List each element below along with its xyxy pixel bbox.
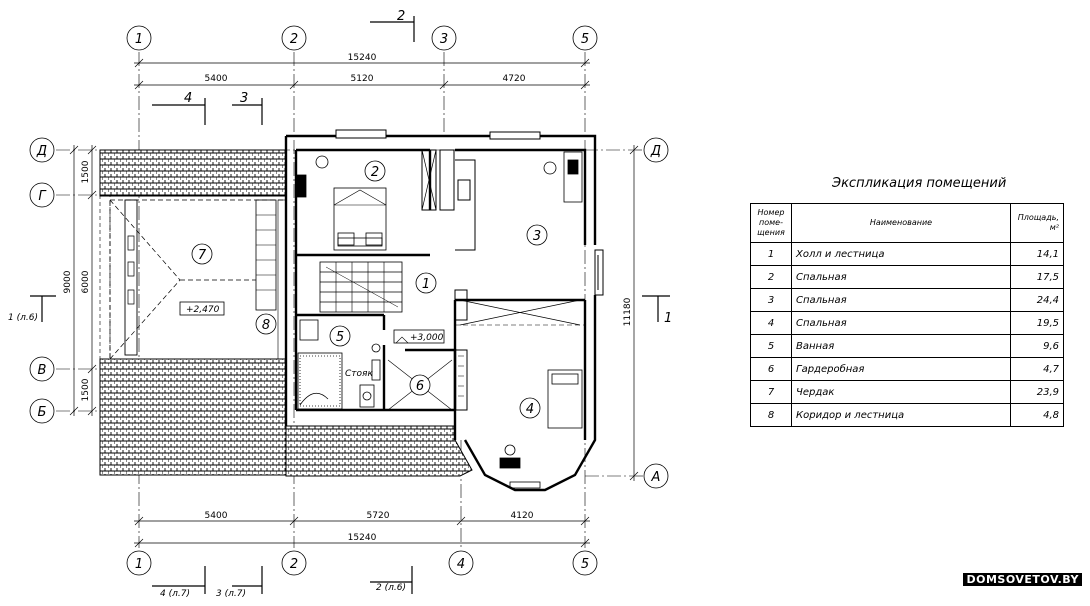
- dim-right-total: 11180: [623, 297, 633, 326]
- row-area: 9,6: [1010, 334, 1064, 358]
- room-7-number: 7: [198, 248, 207, 263]
- axis-top-5: 5: [581, 32, 589, 47]
- row-area: 4,8: [1010, 403, 1064, 427]
- axis-bottom-2: 2: [290, 557, 298, 572]
- room-markers: [191, 160, 548, 419]
- explication-table: Номер поме- щения Наименование Площадь, …: [750, 203, 1064, 427]
- axis-left-b: Б: [38, 405, 47, 420]
- section-markers: [30, 16, 670, 594]
- section-right: 1: [664, 311, 672, 326]
- dim-top-c: 4720: [503, 74, 526, 84]
- roof-tiles: [99, 149, 473, 477]
- wall-details: [335, 129, 604, 411]
- row-num: 2: [750, 265, 792, 289]
- section-left: 1 (л.6): [8, 313, 38, 323]
- row-name: Ванная: [791, 334, 1011, 358]
- axis-bottom-4: 4: [457, 557, 465, 572]
- row-num: 8: [750, 403, 792, 427]
- row-num: 3: [750, 288, 792, 312]
- header-area: Площадь, м²: [1010, 203, 1064, 243]
- row-num: 4: [750, 311, 792, 335]
- section-inner-left: 4: [184, 91, 192, 106]
- room-8-number: 8: [262, 318, 270, 333]
- riser-label: Стояк: [345, 369, 373, 379]
- axis-left-g: Г: [38, 189, 47, 204]
- row-name: Спальная: [791, 311, 1011, 335]
- dim-bottom-b: 5720: [367, 511, 390, 521]
- axis-bottom-1: 1: [135, 557, 143, 572]
- level-floor: +3,000: [410, 333, 444, 343]
- row-name: Спальная: [791, 288, 1011, 312]
- axis-right-a: А: [651, 470, 661, 485]
- axis-bottom-5: 5: [581, 557, 589, 572]
- dim-top-a: 5400: [205, 74, 228, 84]
- dim-bottom-total: 15240: [348, 533, 377, 543]
- axis-right-d: Д: [650, 144, 661, 159]
- row-num: 6: [750, 357, 792, 381]
- room-6-number: 6: [416, 379, 424, 394]
- bed-room-2: [295, 155, 387, 251]
- row-name: Спальная: [791, 265, 1011, 289]
- dim-top-total: 15240: [348, 53, 377, 63]
- header-num: Номер поме- щения: [750, 203, 792, 243]
- room-1-number: 1: [422, 277, 430, 292]
- dim-left-mid: 6000: [81, 270, 91, 293]
- row-name: Чердак: [791, 380, 1011, 404]
- dim-bottom-c: 4120: [511, 511, 534, 521]
- desk-room-3: [543, 151, 583, 203]
- row-area: 14,1: [1010, 242, 1064, 266]
- axis-left-d: Д: [36, 144, 47, 159]
- row-area: 19,5: [1010, 311, 1064, 335]
- room-5-number: 5: [336, 330, 344, 345]
- header-name: Наименование: [791, 203, 1011, 243]
- row-area: 23,9: [1010, 380, 1064, 404]
- row-num: 1: [750, 242, 792, 266]
- row-name: Холл и лестница: [791, 242, 1011, 266]
- dim-top-b: 5120: [351, 74, 374, 84]
- staircase: [319, 261, 403, 313]
- watermark: DOMSOVETOV.BY: [963, 573, 1082, 586]
- dim-left-total: 9000: [63, 270, 73, 293]
- axis-left-v: В: [38, 363, 47, 378]
- section-inner-right: 3: [240, 91, 248, 106]
- dim-bottom-a: 5400: [205, 511, 228, 521]
- room-2-number: 2: [371, 165, 379, 180]
- dim-left-top: 1500: [81, 160, 91, 183]
- attic: [109, 199, 287, 360]
- bathroom: [297, 319, 381, 410]
- explication-title: Экспликация помещений: [832, 176, 1007, 191]
- level-attic: +2,470: [186, 305, 220, 315]
- section-top: 2: [397, 9, 405, 24]
- row-area: 17,5: [1010, 265, 1064, 289]
- row-num: 5: [750, 334, 792, 358]
- room-4-number: 4: [526, 402, 534, 417]
- row-num: 7: [750, 380, 792, 404]
- level-floor-box: [393, 329, 445, 344]
- row-name: Гардеробная: [791, 357, 1011, 381]
- row-area: 4,7: [1010, 357, 1064, 381]
- section-bottom-mid: 3 (л.7): [216, 589, 246, 599]
- dimension-lines: [69, 58, 639, 548]
- dim-left-bot: 1500: [81, 378, 91, 401]
- axis-top-3: 3: [440, 32, 448, 47]
- section-bottom-left: 4 (л.7): [160, 589, 190, 599]
- row-area: 24,4: [1010, 288, 1064, 312]
- room-3-number: 3: [533, 229, 541, 244]
- row-name: Коридор и лестница: [791, 403, 1011, 427]
- section-bottom-right: 2 (л.6): [376, 583, 406, 593]
- axis-top-1: 1: [135, 32, 143, 47]
- explication-header-row: Номер поме- щения Наименование Площадь, …: [750, 203, 1064, 243]
- bed-room-4: [499, 369, 583, 489]
- axis-top-2: 2: [290, 32, 298, 47]
